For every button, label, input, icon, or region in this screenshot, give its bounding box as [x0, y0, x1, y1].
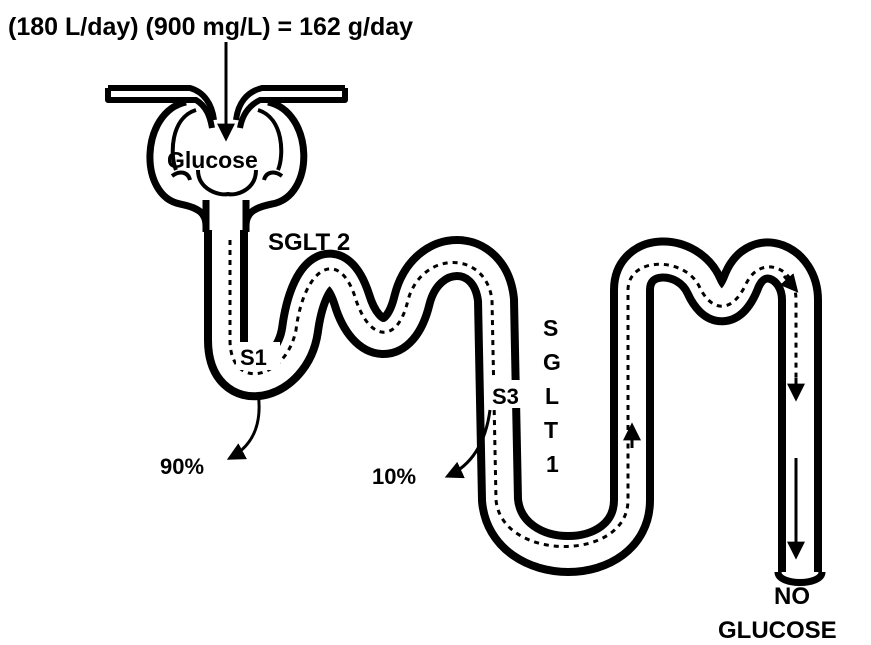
filtrate-flow-path-2: [626, 262, 798, 430]
corner-arrow: [779, 273, 799, 293]
pct-90-label: 90%: [160, 454, 204, 479]
s3-segment-label: S3: [492, 384, 519, 409]
sglt1-label: S G L T 1: [543, 315, 561, 477]
nephron-tubule: [202, 200, 826, 586]
sglt1-letter-g: G: [543, 349, 561, 375]
sglt2-label: SGLT 2: [268, 229, 350, 256]
s1-reabsorption-arrow: [226, 391, 261, 460]
glucose-label: Glucose: [167, 147, 258, 173]
pct-10-label: 10%: [372, 464, 416, 489]
sglt1-letter-s: S: [543, 315, 558, 341]
glomerular-vessels: [105, 85, 348, 129]
s3-reabsorption-arrow: [444, 409, 492, 479]
filtrate-flow-path: [228, 240, 630, 548]
bowmans-capsule: [146, 98, 308, 227]
glucose-output-label: GLUCOSE: [718, 617, 837, 644]
s1-segment-label: S1: [240, 345, 267, 370]
no-label: NO: [774, 583, 810, 610]
sglt1-letter-t: T: [544, 417, 558, 443]
filtered-load-equation: (180 L/day) (900 mg/L) = 162 g/day: [8, 13, 413, 41]
sglt1-letter-1: 1: [546, 451, 559, 477]
sglt1-letter-l: L: [545, 383, 559, 409]
